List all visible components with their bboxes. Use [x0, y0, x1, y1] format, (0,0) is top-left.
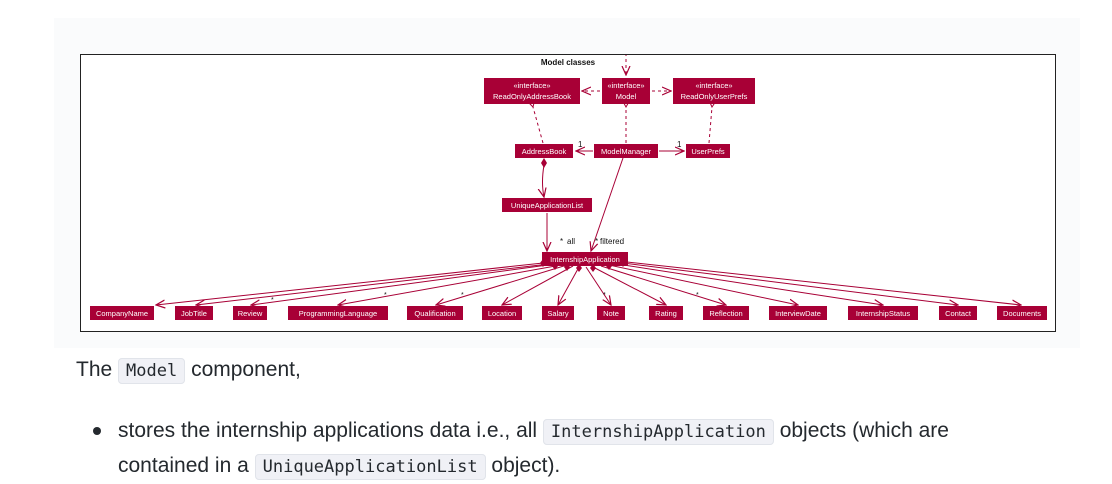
svg-text:Rating: Rating — [655, 309, 677, 318]
svg-text:ReadOnlyAddressBook: ReadOnlyAddressBook — [493, 92, 571, 101]
svg-text:Reflection: Reflection — [709, 309, 742, 318]
attr-star-reflection: * — [696, 292, 699, 299]
svg-text:«interface»: «interface» — [607, 81, 644, 90]
unique-application-list-code: UniqueApplicationList — [254, 454, 486, 480]
diagram-title: Model classes — [540, 58, 596, 67]
edge-qualification — [436, 264, 568, 305]
svg-text:UserPrefs: UserPrefs — [691, 147, 725, 156]
intro-text-post: component, — [191, 358, 301, 381]
label-filtered: filtered — [600, 237, 624, 246]
addressbook-composition-diamond — [541, 158, 547, 168]
svg-text:Review: Review — [238, 309, 263, 318]
node-readonly-addressbook: «interface» ReadOnlyAddressBook — [484, 78, 580, 104]
svg-text:Contact: Contact — [945, 309, 972, 318]
svg-text:«interface»: «interface» — [695, 81, 732, 90]
edge-jobtitle — [196, 263, 550, 305]
label-all-mult: * — [560, 237, 563, 246]
edge-note — [585, 266, 611, 305]
label-mm-to-up: 1 — [677, 140, 682, 149]
svg-text:ReadOnlyUserPrefs: ReadOnlyUserPrefs — [681, 92, 748, 101]
edge-programminglanguage — [338, 264, 562, 305]
bullet-list: stores the internship applications data … — [76, 414, 1056, 484]
node-interviewdate: InterviewDate — [769, 306, 827, 320]
svg-text:InternshipApplication: InternshipApplication — [550, 255, 620, 264]
node-jobtitle: JobTitle — [175, 306, 213, 320]
addressbook-to-list-edge — [543, 164, 545, 197]
uml-class-diagram: Model classes 1 1 all * — [80, 54, 1056, 332]
addressbook-realizes-edge — [533, 107, 544, 144]
svg-text:«interface»: «interface» — [513, 81, 550, 90]
attr-star-programming: * — [384, 292, 387, 299]
edge-internshipstatus — [616, 263, 883, 305]
node-internship-application: InternshipApplication — [542, 252, 628, 266]
node-contact: Contact — [939, 306, 977, 320]
node-model: «interface» Model — [602, 78, 650, 104]
svg-text:Location: Location — [488, 309, 516, 318]
modelmanager-filtered-edge — [591, 157, 624, 251]
node-readonly-userprefs: «interface» ReadOnlyUserPrefs — [673, 78, 755, 104]
svg-text:JobTitle: JobTitle — [181, 309, 207, 318]
userprefs-realizes-edge — [709, 107, 712, 144]
svg-text:Qualification: Qualification — [414, 309, 455, 318]
svg-text:ModelManager: ModelManager — [601, 147, 652, 156]
intro-text-pre: The — [76, 358, 113, 381]
edge-rating — [592, 266, 666, 305]
edge-review — [251, 263, 556, 305]
node-qualification: Qualification — [407, 306, 463, 320]
diagram-canvas: 1 1 all * filtered * — [90, 55, 1047, 320]
node-reflection: Reflection — [703, 306, 749, 320]
internship-application-code: InternshipApplication — [542, 419, 774, 445]
node-location: Location — [482, 306, 522, 320]
node-companyname: CompanyName — [90, 306, 154, 320]
model-code: Model — [118, 358, 186, 384]
svg-text:InternshipStatus: InternshipStatus — [856, 309, 910, 318]
svg-text:Note: Note — [603, 309, 619, 318]
svg-text:Model: Model — [616, 92, 637, 101]
attr-star-location: * — [461, 292, 464, 299]
node-note: Note — [597, 306, 625, 320]
svg-text:UniqueApplicationList: UniqueApplicationList — [511, 201, 584, 210]
svg-text:CompanyName: CompanyName — [96, 309, 148, 318]
node-addressbook: AddressBook — [515, 144, 573, 158]
attribute-nodes: CompanyName JobTitle Review ProgrammingL… — [90, 306, 1047, 320]
node-review: Review — [233, 306, 267, 320]
edge-reflection — [600, 265, 726, 305]
svg-text:Documents: Documents — [1003, 309, 1041, 318]
node-userprefs: UserPrefs — [686, 144, 730, 158]
node-unique-application-list: UniqueApplicationList — [502, 198, 592, 212]
bullet-item: stores the internship applications data … — [76, 414, 1056, 484]
edge-location — [502, 265, 574, 305]
node-documents: Documents — [997, 306, 1047, 320]
edge-salary — [558, 266, 580, 305]
svg-text:ProgrammingLanguage: ProgrammingLanguage — [299, 309, 377, 318]
edge-documents — [626, 261, 1021, 305]
node-programminglanguage: ProgrammingLanguage — [288, 306, 388, 320]
edge-companyname — [156, 262, 544, 305]
node-modelmanager: ModelManager — [594, 144, 658, 158]
attr-star-note: * — [603, 292, 606, 299]
node-rating: Rating — [649, 306, 683, 320]
edge-contact — [622, 262, 958, 305]
svg-text:InterviewDate: InterviewDate — [775, 309, 821, 318]
svg-text:AddressBook: AddressBook — [522, 147, 567, 156]
label-mm-to-ab: 1 — [578, 140, 583, 149]
bullet-text-3: contained in a — [118, 454, 249, 477]
svg-text:Salary: Salary — [547, 309, 569, 318]
label-filtered-mult: * — [595, 237, 598, 246]
node-internshipstatus: InternshipStatus — [848, 306, 918, 320]
node-salary: Salary — [542, 306, 574, 320]
label-list-all: all — [567, 237, 575, 246]
attr-star-review: * — [271, 297, 274, 304]
bullet-text-2: objects (which are — [779, 419, 949, 442]
bullet-text-4: object). — [491, 454, 561, 477]
bullet-dot — [93, 427, 101, 435]
intro-paragraph: The Model component, — [76, 358, 301, 384]
edge-interviewdate — [608, 264, 798, 305]
bullet-text-1: stores the internship applications data … — [118, 419, 538, 442]
